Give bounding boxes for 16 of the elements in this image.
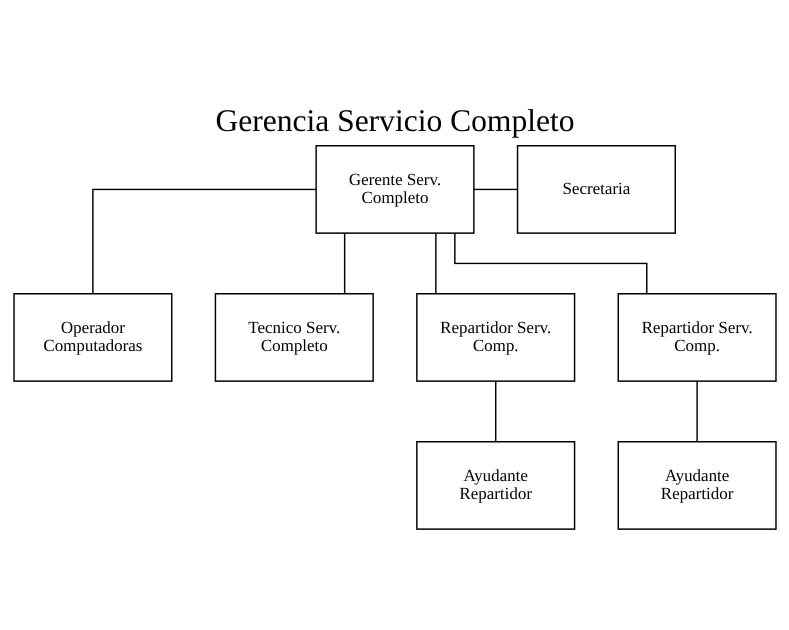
diagram-title: Gerencia Servicio Completo	[215, 102, 574, 138]
connector	[696, 381, 698, 442]
node-box: Operador Computadoras	[12, 293, 172, 382]
node-box: Gerente Serv. Completo	[314, 145, 474, 234]
connector	[494, 381, 496, 442]
connector	[474, 188, 517, 190]
node-box: Ayudante Repartidor	[617, 441, 776, 530]
connector	[92, 188, 316, 294]
node-box: Secretaria	[516, 145, 676, 234]
connector	[434, 233, 436, 294]
connector	[343, 233, 345, 294]
node-box: Repartidor Serv. Comp.	[416, 293, 575, 382]
node-box: Tecnico Serv. Completo	[214, 293, 374, 382]
node-box: Repartidor Serv. Comp.	[617, 293, 776, 382]
node-box: Ayudante Repartidor	[416, 441, 575, 530]
connector	[454, 233, 647, 294]
